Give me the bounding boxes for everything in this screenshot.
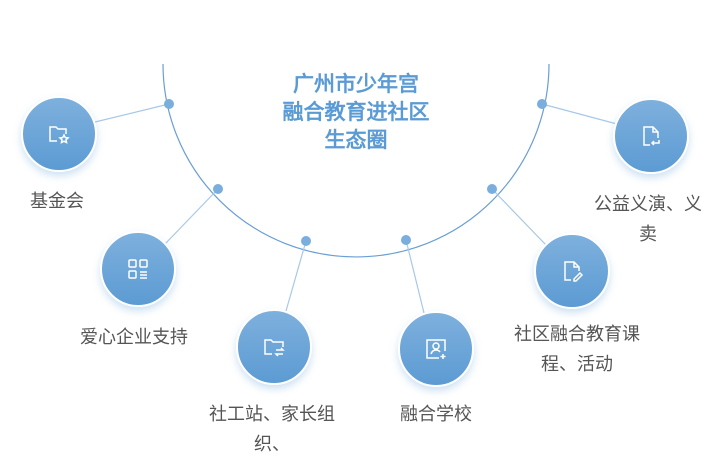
node-label: 公益义演、义卖 xyxy=(594,194,702,245)
node-enterprise xyxy=(100,231,176,307)
node-social-work xyxy=(236,309,312,385)
node-label: 融合学校 xyxy=(400,404,472,425)
connector xyxy=(405,239,425,314)
title-line: 融合教育进社区 xyxy=(282,100,430,124)
file-return-icon xyxy=(643,126,660,146)
arc-dot xyxy=(213,184,223,194)
user-add-icon xyxy=(426,339,446,359)
node-label: 社区融合教育课程、活动 xyxy=(514,324,640,375)
diagram-title: 广州市少年宫 融合教育进社区 生态圈 xyxy=(256,70,456,154)
connector xyxy=(491,188,547,246)
node-charity-show xyxy=(613,98,689,174)
folder-swap-icon xyxy=(264,339,285,357)
connector xyxy=(541,103,618,125)
node-school xyxy=(398,311,474,387)
arc-dot xyxy=(401,235,411,245)
file-edit-icon xyxy=(564,261,584,282)
connector xyxy=(164,188,219,245)
node-foundation xyxy=(21,96,97,172)
central-arc xyxy=(162,63,550,258)
node-label: 基金会 xyxy=(30,191,84,212)
grid-list-icon xyxy=(128,259,148,279)
title-line: 广州市少年宫 xyxy=(293,72,419,96)
title-line: 生态圈 xyxy=(324,128,388,152)
node-label: 社工站、家长组织、 xyxy=(209,404,335,455)
node-label: 爱心企业支持 xyxy=(80,327,188,348)
arc-dot xyxy=(164,99,174,109)
node-community-course xyxy=(534,233,610,309)
connector xyxy=(94,103,170,123)
connector xyxy=(285,240,307,312)
folder-star-icon xyxy=(49,126,70,144)
arc-dot xyxy=(487,184,497,194)
arc-dot xyxy=(301,236,311,246)
arc-dot xyxy=(537,99,547,109)
